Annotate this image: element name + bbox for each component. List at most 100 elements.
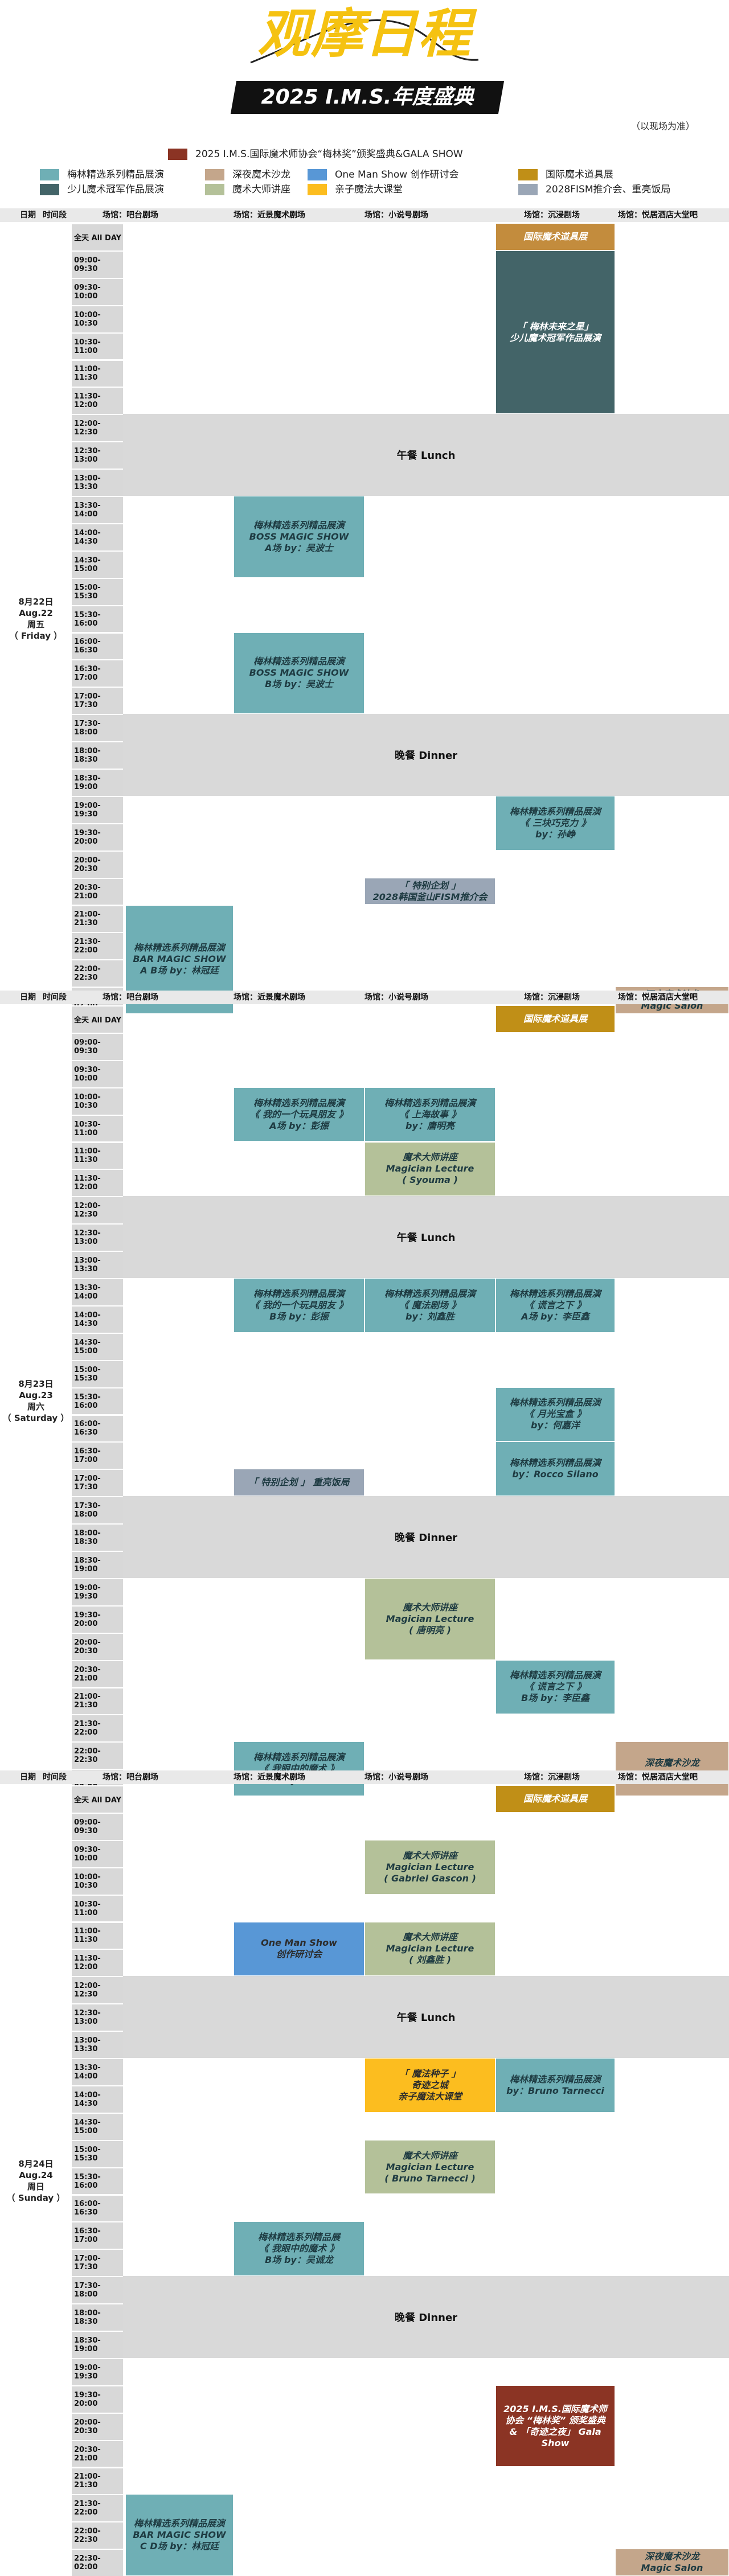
event-line: ( 唐明亮 ): [409, 1624, 451, 1636]
time-slot: 15:30-16:00: [72, 605, 123, 632]
event-block[interactable]: 梅林精选系列精品展演《 我眼中的魔术 》A场 by：吴诚龙: [234, 1741, 364, 1797]
event-block[interactable]: 梅林精选系列精品展《 我眼中的魔术 》B场 by：吴诚龙: [234, 2221, 364, 2277]
event-line: 梅林精选系列精品展演: [509, 1457, 601, 1469]
event-block[interactable]: 「 特别企划 」 重亮饭局: [234, 1469, 364, 1497]
event-line: 《 魔法剧场 》: [399, 1299, 461, 1310]
time-slot: 15:00-15:30: [72, 2139, 123, 2167]
event-block[interactable]: 梅林精选系列精品展演《 我的一个玩具朋友 》B场 by：彭振: [234, 1278, 364, 1333]
time-slot: 10:00-10:30: [72, 1867, 123, 1895]
event-line: 《 谎言之下 》: [525, 1299, 586, 1310]
event-line: 少儿魔术冠军作品展演: [509, 332, 601, 343]
event-line: ( 刘鑫胜 ): [409, 1954, 451, 1966]
event-line: 梅林精选系列精品展演: [384, 1288, 476, 1299]
day-label-line: Aug.24: [19, 2170, 53, 2180]
time-slot: 14:00-14:30: [72, 523, 123, 550]
event-block[interactable]: 梅林精选系列精品展演《 我的一个玩具朋友 》A场 by：彭振: [234, 1087, 364, 1142]
column-header: 场馆：近景魔术剧场: [234, 1773, 305, 1782]
event-line: 梅林精选系列精品展演: [253, 1288, 345, 1299]
event-line: B场 by：李臣鑫: [521, 1692, 589, 1704]
event-line: Magician Lecture: [386, 1943, 474, 1954]
column-header: 场馆：沉浸剧场: [524, 211, 580, 220]
time-slot: 10:30-11:00: [72, 1894, 123, 1922]
time-slot: 11:00-11:30: [72, 1921, 123, 1949]
event-line: Magician Lecture: [386, 1163, 474, 1174]
event-block[interactable]: 「 魔法种子 」奇迹之城亲子魔法大课堂: [364, 2058, 495, 2113]
event-line: ( Syouma ): [402, 1174, 458, 1186]
event-block[interactable]: 梅林精选系列精品展演《 魔法剧场 》by：刘鑫胜: [364, 1278, 495, 1333]
time-slot: 19:00-19:30: [72, 1577, 123, 1605]
legend-swatch: [40, 184, 59, 195]
event-block[interactable]: 梅林精选系列精品展演《 三块巧克力 》by：孙峥: [495, 795, 615, 851]
event-block[interactable]: 国际魔术道具展: [495, 1785, 615, 1813]
event-block[interactable]: 梅林精选系列精品展演《 谎言之下 》B场 by：李臣鑫: [495, 1659, 615, 1715]
time-slot: 17:30-18:00: [72, 714, 123, 742]
time-slot: 14:00-14:30: [72, 2085, 123, 2113]
time-slot: 12:30-13:00: [72, 2003, 123, 2031]
event-line: 国际魔术道具展: [523, 231, 587, 242]
time-slot: 14:30-15:00: [72, 550, 123, 578]
event-line: 「 特别企划 」: [399, 880, 461, 891]
column-header: 场馆：小说号剧场: [364, 1773, 428, 1782]
day-label-line: （ Sunday ）: [6, 2192, 65, 2203]
column-header: 场馆：小说号剧场: [364, 993, 428, 1002]
time-slot: 11:00-11:30: [72, 359, 123, 387]
event-block[interactable]: 梅林精选系列精品展演《 月光宝盒 》by：何嘉洋: [495, 1387, 615, 1442]
legend-label: 亲子魔法大课堂: [335, 184, 403, 195]
legend-swatch: [518, 169, 538, 180]
time-slot: 全天 All DAY: [72, 1785, 123, 1813]
time-slot: 12:00-12:30: [72, 414, 123, 442]
event-line: BAR MAGIC SHOW: [133, 2529, 226, 2541]
event-block[interactable]: 梅林精选系列精品展演《 谎言之下 》A场 by：李臣鑫: [495, 1278, 615, 1333]
day-label-line: 8月24日: [18, 2158, 54, 2169]
event-line: 「 梅林未来之星」: [517, 321, 593, 332]
event-line: BAR MAGIC SHOW: [133, 954, 226, 965]
event-block[interactable]: 「 特别企划 」2028韩国釜山FISM推介会: [364, 877, 495, 905]
event-line: 《 三块巧克力 》: [520, 817, 591, 828]
column-header: 日期: [20, 211, 36, 220]
time-slot: 13:30-14:00: [72, 496, 123, 523]
time-slot: 19:30-20:00: [72, 2385, 123, 2413]
event-block[interactable]: 2025 I.M.S.国际魔术师协会 “梅林奖” 颁奖盛典& 「奇迹之夜」 Ga…: [495, 2385, 615, 2467]
column-header: 场馆：近景魔术剧场: [234, 993, 305, 1002]
time-slot: 10:30-11:00: [72, 1114, 123, 1142]
event-line: A B场 by：林冠廷: [140, 965, 219, 976]
page-title: 观摩日程: [257, 3, 472, 64]
time-slot: 21:00-21:30: [72, 905, 123, 932]
day-label-line: 8月23日: [18, 1378, 54, 1389]
time-slot: 15:30-16:00: [72, 2167, 123, 2195]
time-slot: 21:30-22:00: [72, 1714, 123, 1742]
time-slot: 18:00-18:30: [72, 741, 123, 769]
time-slot: 11:00-11:30: [72, 1141, 123, 1169]
event-block[interactable]: 梅林精选系列精品展演《 上海故事 》by：唐明亮: [364, 1087, 495, 1142]
column-header-row: 日期时间段场馆：吧台剧场场馆：近景魔术剧场场馆：小说号剧场场馆：沉浸剧场场馆：悦…: [0, 991, 729, 1004]
time-slot: 12:00-12:30: [72, 1976, 123, 2004]
event-block[interactable]: 「 梅林未来之星」少儿魔术冠军作品展演: [495, 250, 615, 414]
event-line: 奇迹之城: [411, 2079, 448, 2090]
time-slot: 17:30-18:00: [72, 1496, 123, 1524]
event-line: 《 我的一个玩具朋友 》: [250, 1299, 348, 1310]
event-block[interactable]: 国际魔术道具展: [495, 223, 615, 250]
event-line: & 「奇迹之夜」 Gala: [509, 2426, 601, 2437]
legend-swatch: [205, 184, 224, 195]
time-slot: 20:00-20:30: [72, 1632, 123, 1660]
time-slot: 09:30-10:00: [72, 1059, 123, 1087]
lunch-band: 午餐 Lunch: [123, 1196, 729, 1278]
title-swoosh-decoration: [250, 19, 479, 64]
legend-swatch: [308, 169, 327, 180]
time-slot: 11:30-12:00: [72, 1949, 123, 1977]
event-block[interactable]: 国际魔术道具展: [495, 1005, 615, 1033]
